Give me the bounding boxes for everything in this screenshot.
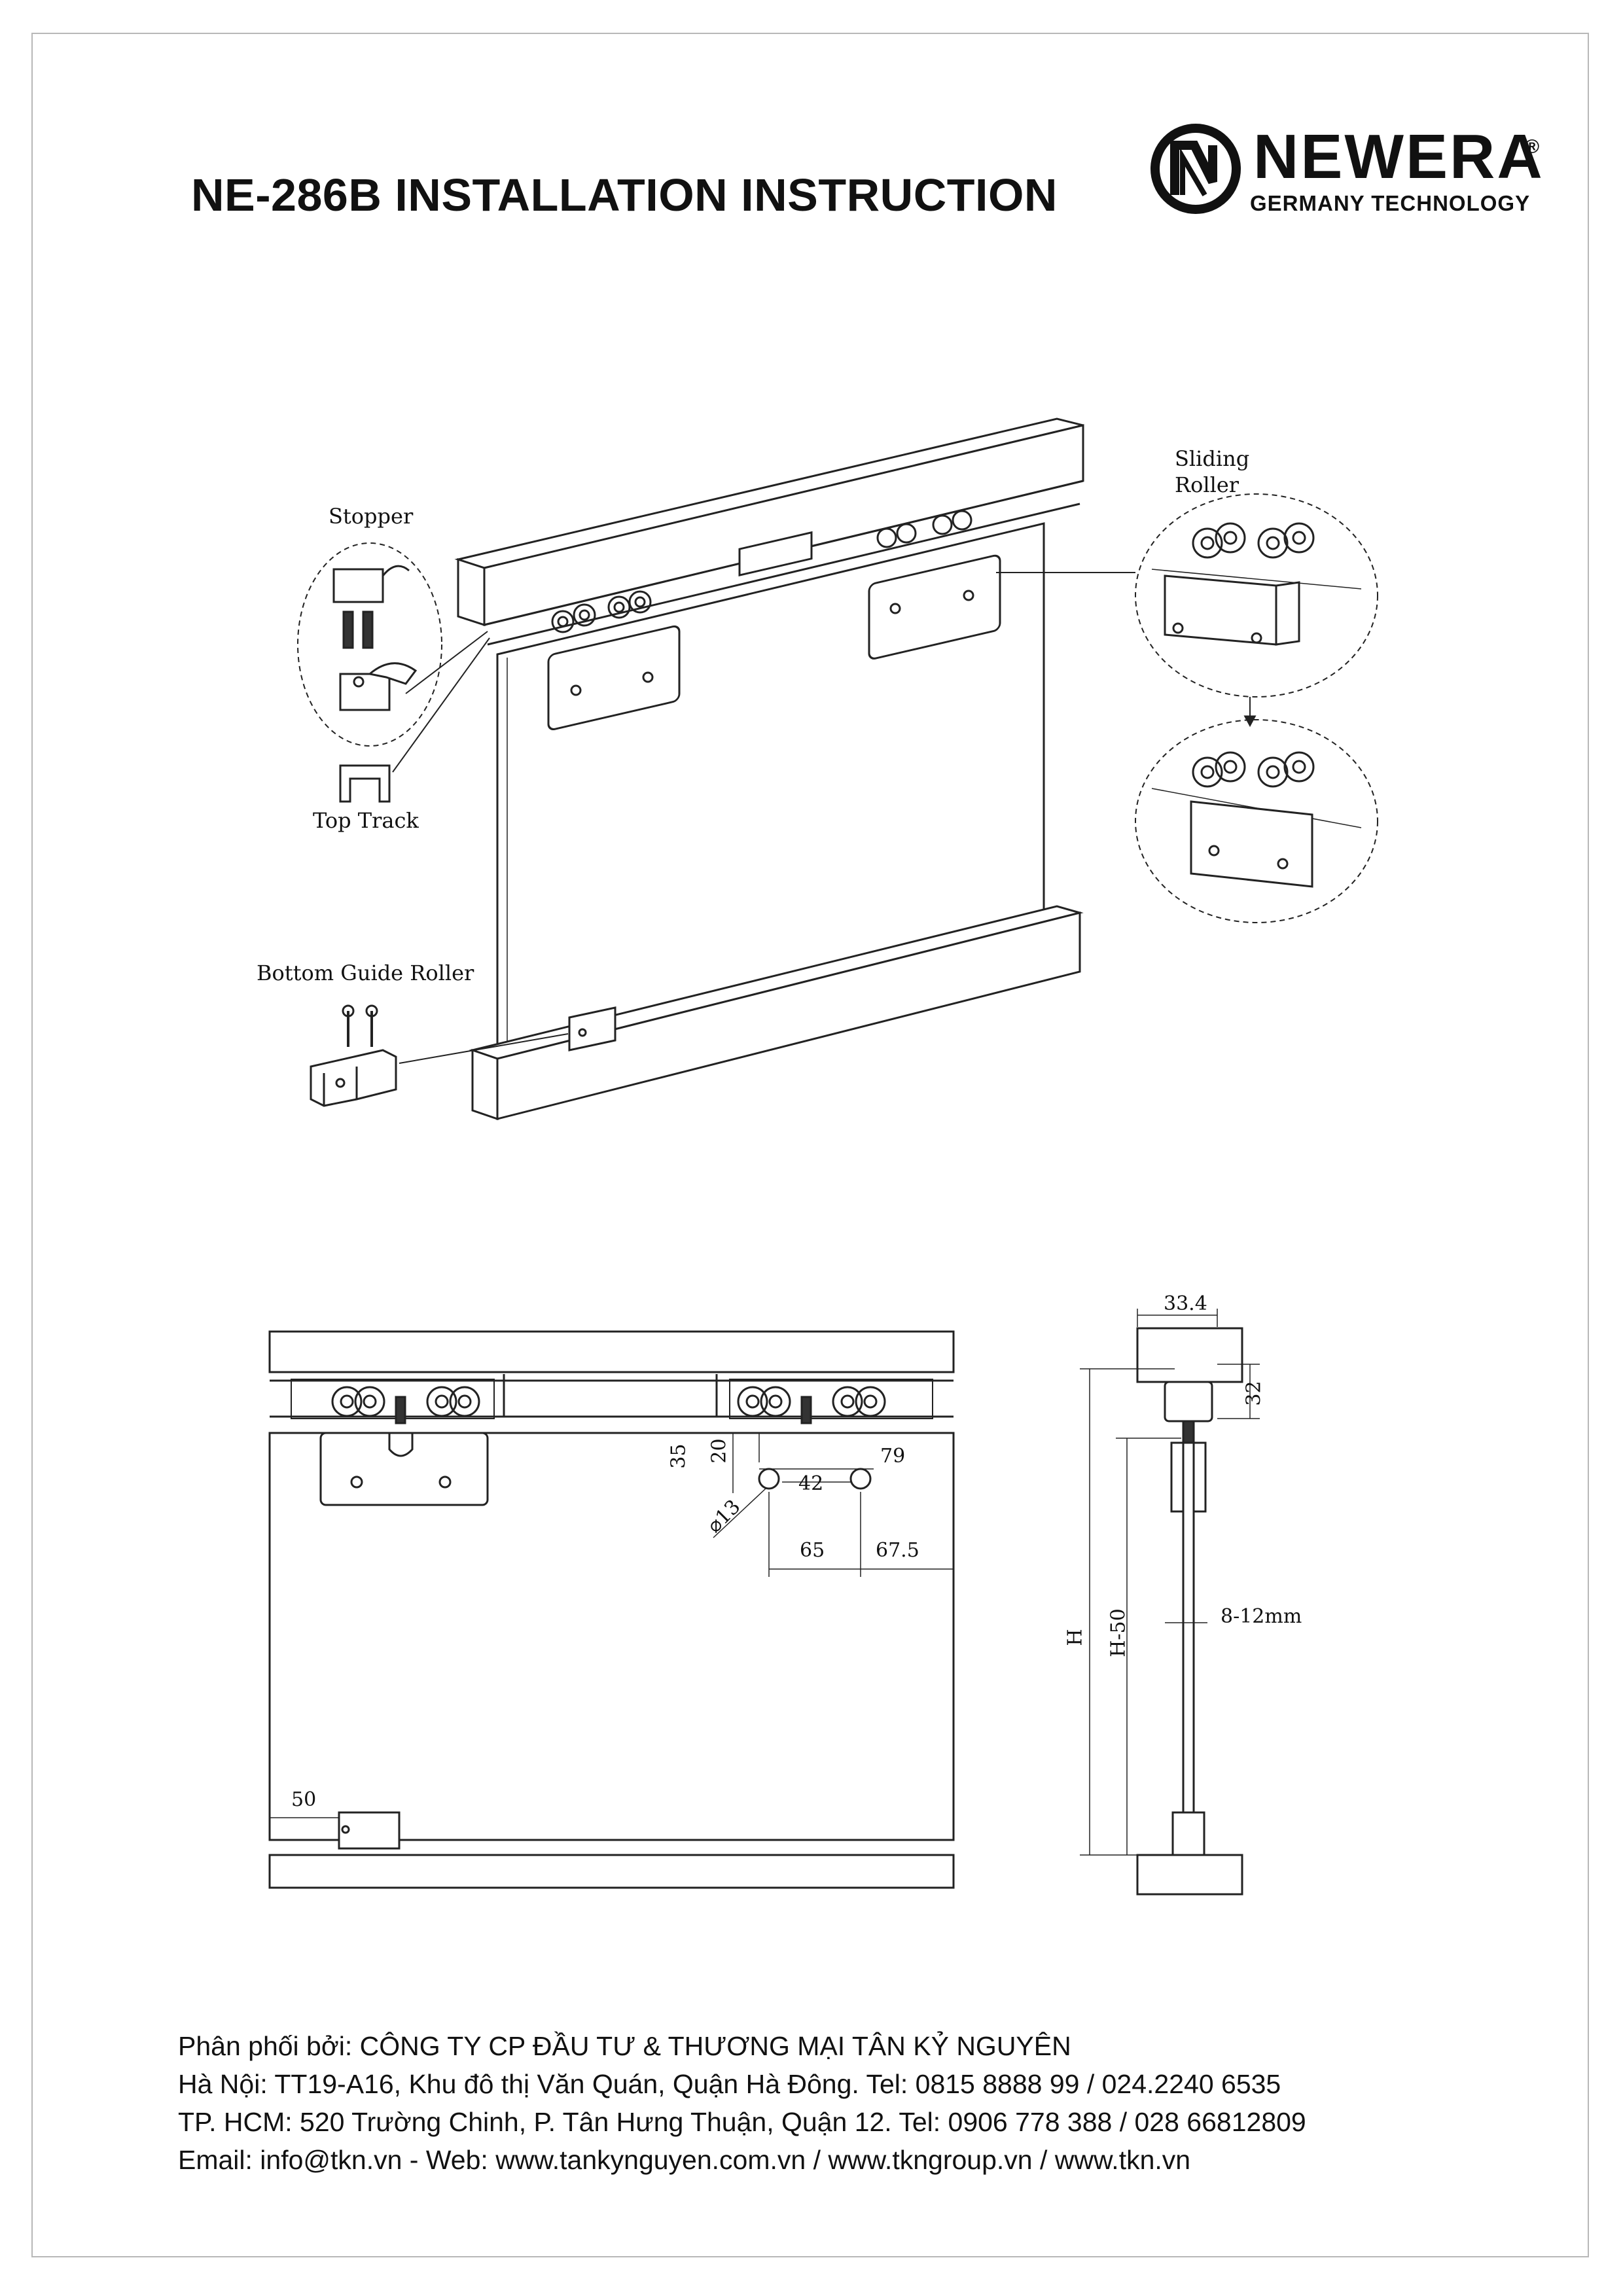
bottom-guide-roller-detail [310, 1004, 569, 1107]
dim-35: 35 [667, 1443, 690, 1469]
brand-tagline: GERMANY TECHNOLOGY [1250, 191, 1531, 215]
dim-h-minus-50: H-50 [1107, 1608, 1130, 1657]
dim-79: 79 [880, 1445, 906, 1468]
top-track-label: Top Track [313, 808, 419, 833]
brand-name: NEWERA [1253, 122, 1544, 192]
bottom-guide-roller-label: Bottom Guide Roller [257, 961, 474, 985]
registered-mark: ® [1525, 136, 1540, 158]
newera-emblem-icon [1150, 124, 1241, 214]
side-dimension-lines [1080, 1309, 1260, 1856]
stopper-detail [297, 542, 488, 747]
dim-20: 20 [707, 1438, 731, 1464]
dim-h: H [1063, 1629, 1087, 1646]
page-title: NE-286B INSTALLATION INSTRUCTION [191, 169, 1058, 221]
front-dimension-lines [270, 1433, 954, 1818]
side-section [1136, 1327, 1243, 1896]
dim-67-5: 67.5 [876, 1539, 919, 1562]
isometric-assembly [454, 417, 1084, 1121]
dim-42: 42 [798, 1472, 824, 1495]
sliding-roller-label-line1: Sliding [1175, 446, 1250, 471]
distributor-footer: Phân phối bởi: CÔNG TY CP ĐẦU TƯ & THƯƠN… [178, 2027, 1306, 2179]
footer-hcm-address: TP. HCM: 520 Trường Chinh, P. Tân Hưng T… [178, 2107, 1306, 2137]
top-track-profile [339, 637, 490, 803]
front-elevation [268, 1330, 955, 1889]
dim-65: 65 [800, 1539, 825, 1562]
dim-32: 32 [1242, 1381, 1266, 1406]
footer-contact: Email: info@tkn.vn - Web: www.tankynguye… [178, 2145, 1191, 2175]
dim-50: 50 [291, 1788, 317, 1811]
dim-glass-thickness: 8-12mm [1221, 1605, 1302, 1628]
stopper-label: Stopper [329, 504, 414, 529]
dim-33-4: 33.4 [1164, 1292, 1207, 1315]
footer-hanoi-address: Hà Nội: TT19-A16, Khu đô thị Văn Quán, Q… [178, 2069, 1281, 2099]
sliding-roller-detail-bottom [1135, 719, 1378, 923]
sliding-roller-label-line2: Roller [1175, 472, 1240, 497]
page-border [31, 33, 1589, 2257]
sliding-roller-detail-top [996, 493, 1378, 728]
footer-distributor: Phân phối bởi: CÔNG TY CP ĐẦU TƯ & THƯƠN… [178, 2031, 1071, 2061]
